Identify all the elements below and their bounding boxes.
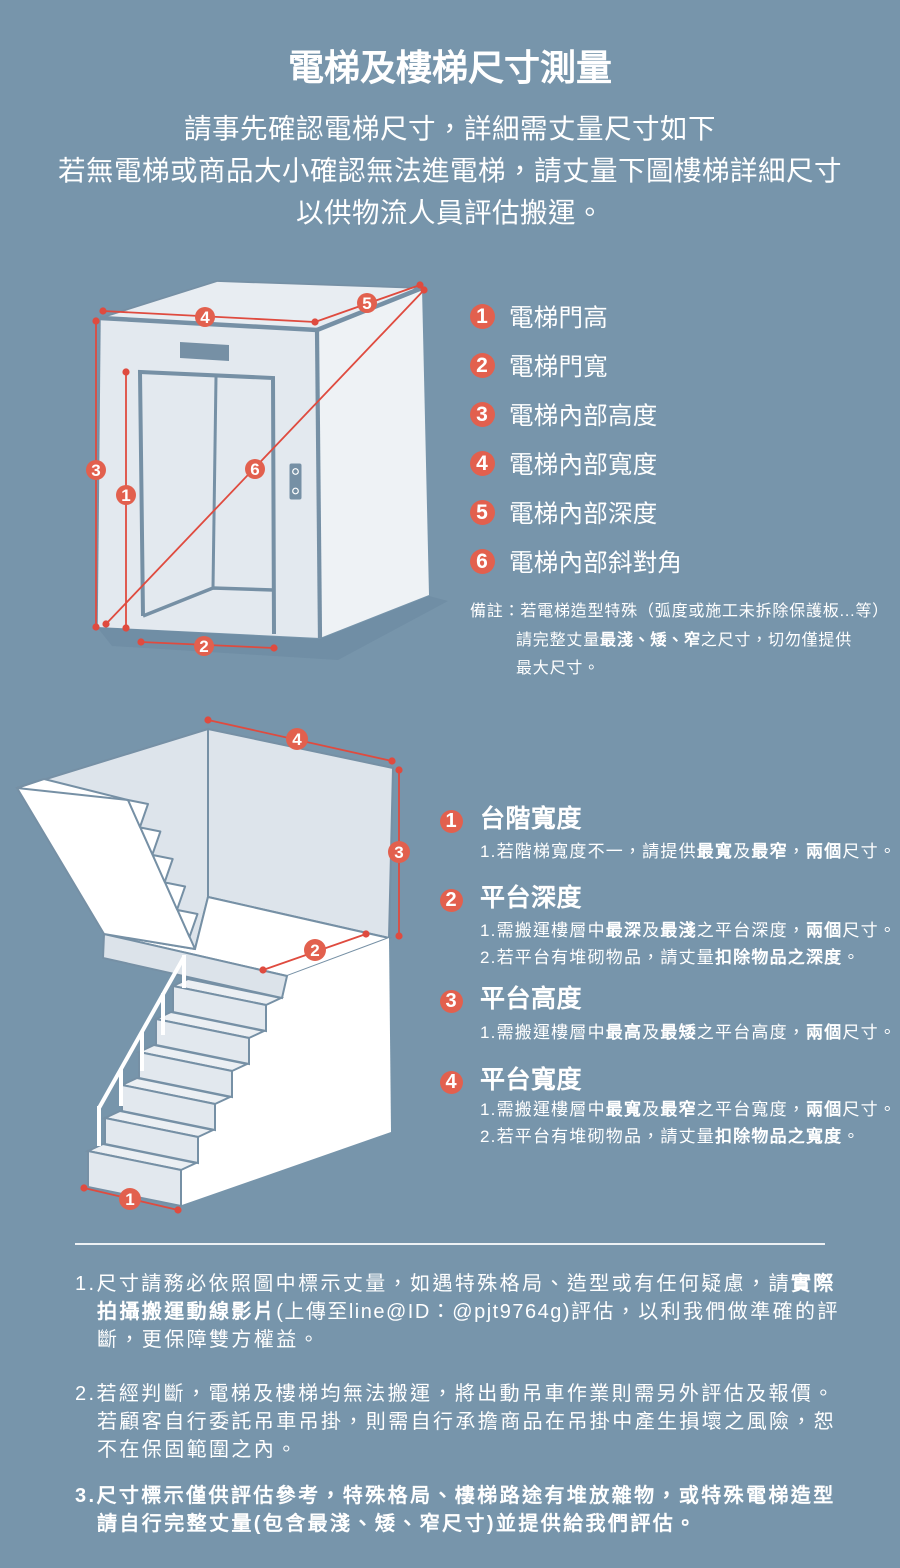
svg-text:3: 3 [394, 843, 403, 862]
svg-text:1: 1 [121, 486, 130, 505]
svg-text:4: 4 [200, 308, 210, 327]
svg-text:4: 4 [292, 730, 302, 749]
svg-text:5: 5 [362, 294, 371, 313]
svg-text:6: 6 [250, 460, 259, 479]
svg-text:3: 3 [91, 461, 100, 480]
svg-text:2: 2 [310, 941, 319, 960]
svg-text:1: 1 [125, 1190, 134, 1209]
svg-text:2: 2 [199, 637, 208, 656]
